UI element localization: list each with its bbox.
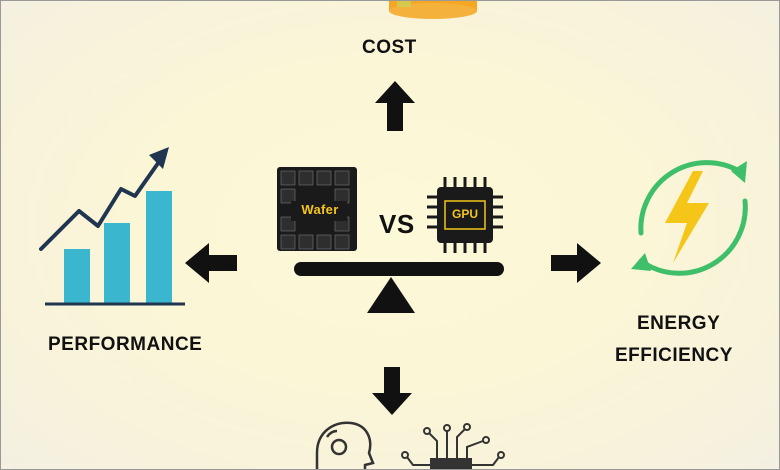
arrow-right-icon [551,243,601,283]
efficiency-label: EFFICIENCY [615,345,733,366]
circuit-chip-icon [401,423,505,469]
arrow-down-icon [372,367,412,415]
arrow-up-icon [375,81,415,131]
performance-label: PERFORMANCE [48,334,203,355]
vs-label: VS [379,209,415,239]
energy-cycle-icon [631,160,748,276]
balance-scale-icon [294,262,504,313]
arrow-left-icon [185,243,237,283]
ai-head-icon [315,421,375,469]
bar-chart-growth-icon [39,147,185,306]
gpu-chip-icon [427,177,503,253]
wafer-label: Wafer [301,202,339,217]
wafer-chip-icon [277,167,357,251]
energy-label: ENERGY [637,313,721,334]
cost-label: COST [362,37,417,58]
coin-stack-icon [389,1,477,19]
gpu-label: GPU [451,207,478,221]
